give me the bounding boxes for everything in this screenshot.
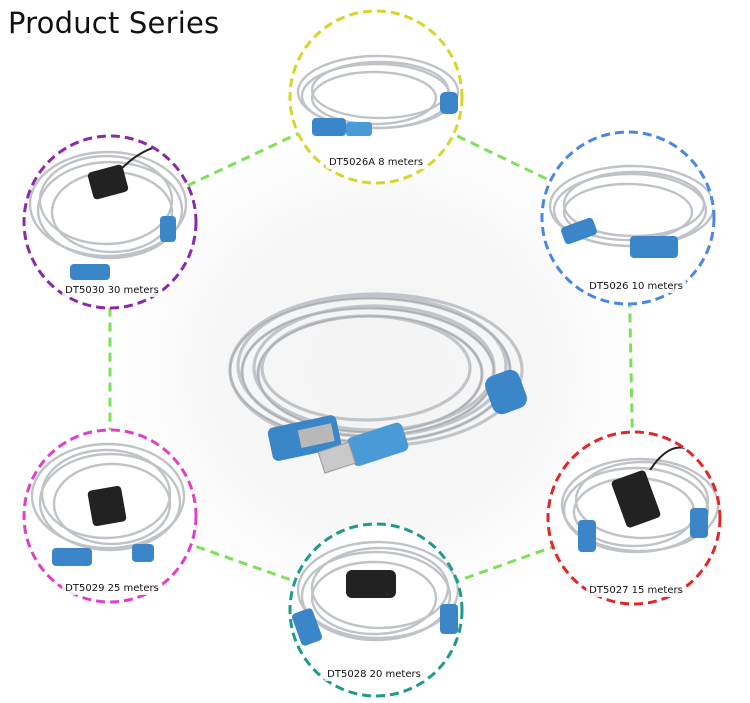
product-label-dt5026: DT5026 10 meters	[586, 280, 686, 293]
product-circle-dt5029	[22, 428, 198, 604]
product-label-dt5027: DT5027 15 meters	[586, 584, 686, 597]
product-circle-dt5027	[546, 430, 722, 606]
product-circle-dt5026a	[288, 9, 464, 185]
product-label-dt5026a: DT5026A 8 meters	[325, 156, 427, 169]
product-circle-dt5026	[540, 130, 716, 306]
product-circle-dt5028	[288, 522, 464, 698]
center-cable-image	[228, 292, 527, 474]
product-label-dt5030: DT5030 30 meters	[62, 284, 162, 297]
page-title: Product Series	[8, 6, 220, 40]
product-label-dt5028: DT5028 20 meters	[324, 668, 424, 681]
product-circle-dt5030	[22, 134, 198, 310]
product-label-dt5029: DT5029 25 meters	[62, 582, 162, 595]
